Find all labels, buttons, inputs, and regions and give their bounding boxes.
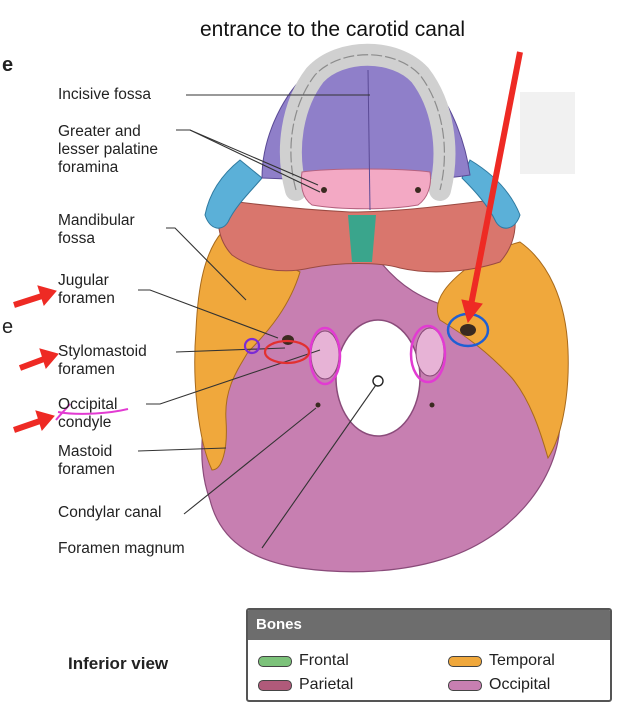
teeth-outline	[290, 54, 445, 191]
legend-swatch-parietal	[258, 679, 292, 691]
label-stylomastoid-foramen: Stylomastoid foramen	[58, 343, 147, 378]
leader-foramen-magnum	[261, 381, 379, 549]
stylomastoid-arrow-shaft	[18, 356, 46, 371]
legend-swatch-temporal	[448, 655, 482, 667]
label-jugular-foramen: Jugular foramen	[58, 272, 115, 307]
leader-occipital-condyle	[146, 349, 321, 405]
vomer-bone	[348, 215, 376, 262]
leader-mandibular-fossa	[166, 227, 247, 301]
occipital-arrow-shaft	[13, 418, 41, 433]
palatine-foramen-hole-right	[415, 187, 421, 193]
legend-swatch-occipital	[448, 679, 482, 691]
leader-condylar-canal	[183, 407, 317, 515]
edge-fragment-top: e	[2, 54, 14, 76]
jugular-arrow-head	[37, 285, 57, 307]
carotid-canal-annotation: entrance to the carotid canal	[200, 18, 466, 41]
margin-mark	[55, 403, 71, 421]
carotid-arrow-head	[461, 299, 483, 324]
legend-swatch-frontal	[258, 655, 292, 667]
legend-item-frontal: Frontal	[258, 652, 349, 670]
view-label: Inferior view	[68, 654, 169, 673]
occipital-condyle-left	[310, 330, 340, 380]
legend-title: Bones	[248, 610, 610, 640]
legend-item-occipital: Occipital	[448, 676, 550, 694]
condylar-canal-hole-right	[429, 402, 435, 408]
label-incisive-fossa: Incisive fossa	[58, 86, 152, 103]
zygomatic-bone-left	[204, 159, 263, 229]
label-mandibular-fossa: Mandibular fossa	[58, 212, 135, 247]
legend-label-parietal: Parietal	[299, 676, 354, 693]
jugular-circle	[243, 337, 261, 355]
occipital-arrow-head	[35, 410, 55, 432]
foramen-magnum-marker	[372, 375, 384, 387]
label-mastoid-foramen: Mastoid foramen	[58, 443, 115, 478]
label-foramen-magnum: Foramen magnum	[58, 540, 185, 557]
palatine-foramen-hole	[321, 187, 327, 193]
leader-lines	[137, 94, 379, 549]
edge-fragment-middle: e	[2, 316, 14, 338]
leader-mastoid	[137, 447, 227, 452]
leader-jugular-foramen	[138, 289, 279, 339]
median-palatine-suture	[367, 69, 371, 211]
legend-item-temporal: Temporal	[448, 652, 555, 670]
stylomastoid-arrow-head	[39, 348, 59, 370]
condylar-canal-hole	[315, 402, 321, 408]
jugular-arrow-shaft	[13, 293, 43, 308]
legend-label-occipital: Occipital	[489, 676, 551, 693]
carotid-canal-hole	[460, 324, 476, 336]
label-condylar-canal: Condylar canal	[58, 504, 162, 521]
occipital-underline	[57, 408, 129, 415]
legend-item-parietal: Parietal	[258, 676, 353, 694]
carotid-arrow-shaft	[468, 51, 523, 306]
condyle-circle-left	[308, 326, 342, 386]
background-panel	[520, 92, 575, 174]
label-palatine-foramina: Greater and lesser palatine foramina	[58, 123, 158, 176]
legend-label-frontal: Frontal	[299, 652, 349, 669]
palatine-bone	[300, 168, 431, 210]
label-occipital-condyle: Occipital condyle	[58, 396, 118, 431]
annotation-arrows	[13, 51, 523, 433]
condyle-circle-right	[409, 324, 447, 384]
leader-palatine-2	[176, 129, 321, 193]
stylomastoid-circle	[263, 339, 311, 365]
legend-label-temporal: Temporal	[489, 652, 555, 669]
